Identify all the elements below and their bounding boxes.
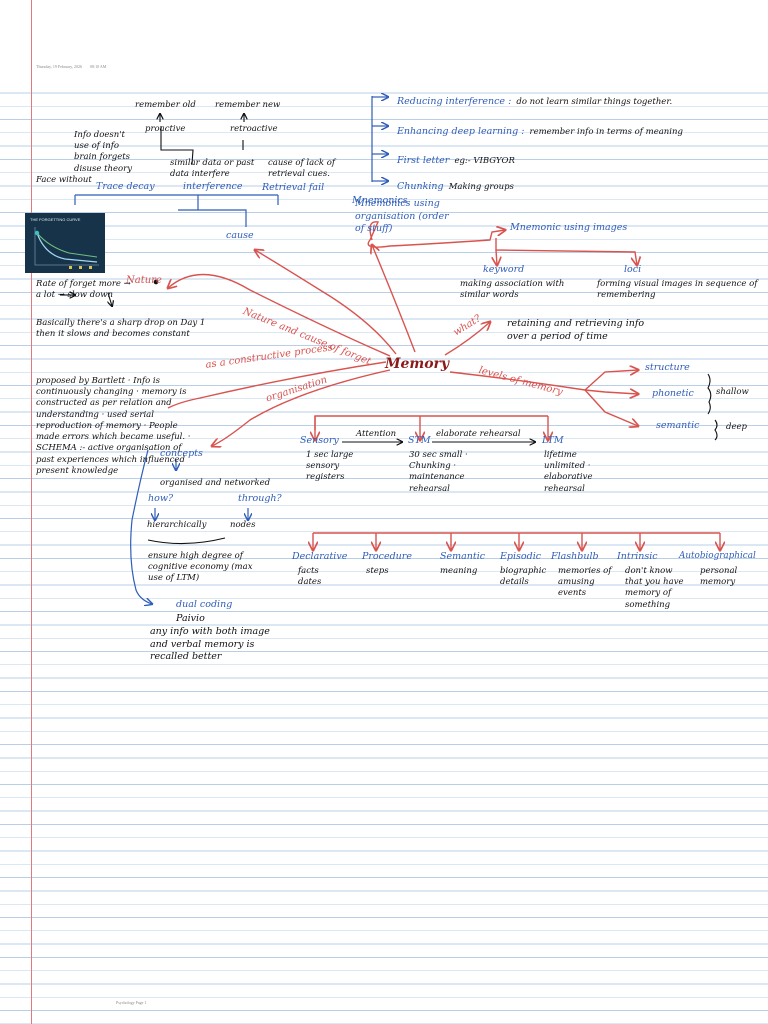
store-sensory: Sensory — [300, 435, 339, 446]
dual-coding-node: dual coding — [176, 599, 233, 610]
ltm-type-episodic: Episodic — [500, 551, 542, 562]
store-sensory-notes: 1 sec large sensory registers — [306, 450, 354, 483]
elaborate-rehearsal-label: elaborate rehearsal — [436, 429, 521, 439]
margin-line — [31, 0, 32, 1024]
mnemonics-node: Mnemonics — [352, 195, 408, 206]
ltm-type-notes: facts dates — [298, 566, 322, 588]
store-ltm: LTM — [542, 435, 564, 446]
concepts-node: concepts — [160, 448, 203, 459]
mnemonic-item-label: Enhancing deep learning : — [397, 126, 525, 137]
loci-node: loci — [624, 264, 642, 275]
level-item: phonetic — [652, 388, 694, 399]
page-footer: Psychology Page 1 — [116, 1000, 147, 1005]
curve-thumb-title: THE FORGETTING CURVE — [30, 217, 81, 222]
hierarchically-note: hierarchically — [147, 520, 207, 530]
store-stm: STM — [408, 435, 431, 446]
ltm-type-flashbulb: Flashbulb — [551, 551, 599, 562]
retrieval-fail-node: Retrieval fail — [262, 182, 325, 193]
retroactive-note: retroactive — [230, 124, 278, 134]
retrieval-fail-notes: cause of lack of retrieval cues. — [268, 158, 336, 180]
constructive-process-notes: proposed by Bartlett · Info is continuou… — [36, 376, 191, 476]
ltm-type-notes: personal memory — [700, 566, 738, 588]
remember-new-note: remember new — [215, 100, 281, 110]
mnemonic-item-label: Reducing interference : — [397, 96, 512, 107]
remember-old-note: remember old — [135, 100, 196, 110]
mnemonic-item-deep-learning: Enhancing deep learning : remember info … — [397, 121, 683, 137]
central-topic-memory: Memory — [385, 356, 450, 372]
loci-notes: forming visual images in sequence of rem… — [597, 279, 758, 301]
keyword-node: keyword — [483, 264, 525, 275]
organised-networked-note: organised and networked — [160, 478, 271, 488]
page-time: 08:10 AM — [90, 64, 107, 69]
paivio-note: Paivio — [176, 613, 205, 624]
ltm-type-procedure: Procedure — [362, 551, 412, 562]
mnemonic-item-note: remember info in terms of meaning — [529, 127, 683, 137]
cognitive-economy-note: ensure high degree of cognitive economy … — [148, 551, 253, 584]
level-item: structure — [645, 362, 690, 373]
ltm-type-notes: don't know that you have memory of somet… — [625, 566, 684, 610]
ltm-type-notes: memories of amusing events — [558, 566, 612, 599]
mnemonic-item-label: Chunking — [397, 181, 444, 192]
through-note: through? — [238, 493, 282, 504]
shallow-note: shallow — [716, 387, 749, 397]
mnemonic-item-chunking: Chunking Making groups — [397, 176, 514, 192]
store-ltm-notes: lifetime unlimited · elaborative rehears… — [544, 450, 593, 494]
level-item: semantic — [656, 420, 700, 431]
attention-label: Attention — [356, 429, 397, 439]
ltm-type-notes: meaning — [440, 566, 478, 576]
ltm-type-notes: steps — [366, 566, 389, 576]
deep-note: deep — [726, 422, 747, 432]
face-without-note: Face without — [36, 175, 92, 185]
interference-notes: similar data or past data interfere — [170, 158, 255, 180]
ltm-type-autobiographical: Autobiographical — [679, 551, 756, 561]
mnemonic-item-first-letter: First letter eg:- VIBGYOR — [397, 150, 515, 166]
mnemonic-item-label: First letter — [397, 155, 450, 166]
mnemonic-item-note: Making groups — [448, 182, 514, 192]
page-date: Thursday, 19 February, 2026 — [36, 64, 83, 69]
mnemonic-item-note: do not learn similar things together. — [516, 97, 673, 107]
ltm-type-declarative: Declarative — [292, 551, 348, 562]
forget-curve-explanation: Basically there's a sharp drop on Day 1 … — [36, 318, 206, 340]
mnemonic-images-node: Mnemonic using images — [510, 222, 628, 233]
mnemonics-organisation-node: Mnemonics using organisation (order of s… — [355, 198, 449, 235]
dual-coding-notes: any info with both image and verbal memo… — [150, 626, 270, 663]
nature-node: Nature — [126, 275, 162, 286]
trace-decay-node: Trace decay — [96, 181, 155, 192]
trace-decay-notes: Info doesn't use of info brain forgets d… — [74, 130, 132, 174]
memory-definition: retaining and retrieving info over a per… — [507, 318, 645, 342]
nodes-note: nodes — [230, 520, 256, 530]
keyword-notes: making association with similar words — [460, 279, 565, 301]
ltm-type-semantic: Semantic — [440, 551, 486, 562]
store-stm-notes: 30 sec small · Chunking · maintenance re… — [409, 450, 468, 494]
ltm-type-intrinsic: Intrinsic — [617, 551, 658, 562]
how-note: how? — [148, 493, 174, 504]
proactive-note: proactive — [145, 124, 186, 134]
mnemonic-item-reducing-interference: Reducing interference : do not learn sim… — [397, 91, 672, 107]
cause-node: cause — [226, 230, 254, 241]
forget-rate-notes: Rate of forget more → a lot → slow down — [36, 279, 131, 301]
ltm-type-notes: biographic details — [500, 566, 547, 588]
forgetting-curve-image: THE FORGETTING CURVE — [25, 213, 105, 273]
mnemonic-item-note: eg:- VIBGYOR — [454, 156, 515, 166]
interference-node: interference — [183, 181, 243, 192]
page-header — [0, 0, 768, 80]
